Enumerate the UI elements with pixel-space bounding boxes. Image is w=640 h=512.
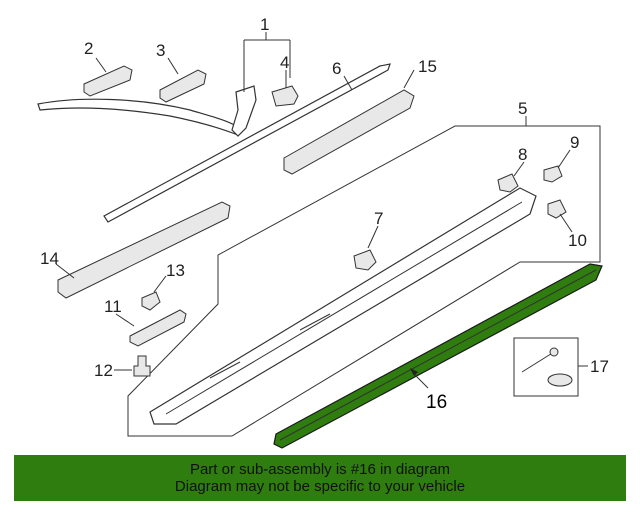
callout-14: 14 — [40, 249, 59, 268]
callout-1: 1 — [260, 15, 269, 34]
leader-3 — [167, 57, 179, 75]
part-13-clip — [141, 291, 161, 311]
callout-7: 7 — [374, 209, 383, 228]
part-9-clip — [543, 165, 563, 183]
part-15-bracket — [283, 89, 415, 175]
leader-14 — [55, 263, 75, 279]
part-17-rivet-head — [549, 347, 559, 357]
leader-7 — [367, 225, 379, 249]
part-12-bolt — [133, 355, 151, 377]
callout-16: 16 — [426, 392, 447, 413]
part-16-molding — [273, 263, 603, 449]
leader-11 — [115, 313, 135, 327]
callout-4: 4 — [280, 53, 289, 72]
part-3-clip — [159, 69, 207, 103]
leader-10 — [559, 213, 573, 233]
leader-6 — [343, 75, 353, 91]
callout-11: 11 — [104, 297, 122, 316]
callout-12: 12 — [94, 361, 113, 380]
callout-3: 3 — [156, 41, 165, 60]
leader-15 — [403, 69, 415, 89]
footer-line-2: Diagram may not be specific to your vehi… — [174, 478, 466, 495]
callout-15: 15 — [418, 57, 437, 76]
leader-2 — [95, 57, 107, 73]
footer-banner: Part or sub-assembly is #16 in diagram D… — [14, 455, 626, 501]
leader-13 — [153, 275, 167, 293]
callout-5: 5 — [518, 99, 527, 118]
leader-1 — [243, 32, 291, 92]
part-10-clip — [547, 199, 567, 219]
part-1-bracket — [231, 85, 257, 137]
leader-9 — [557, 149, 571, 169]
leader-8 — [513, 161, 525, 177]
callout-9: 9 — [570, 133, 579, 152]
panel-outline-17 — [513, 337, 579, 397]
part-16-molding-edge — [279, 269, 597, 441]
callout-8: 8 — [518, 145, 527, 164]
part-14-bracket — [57, 201, 231, 299]
callout-13: 13 — [166, 261, 185, 280]
part-5-rocker — [149, 187, 537, 425]
footer-line-1: Part or sub-assembly is #16 in diagram — [189, 461, 451, 478]
part-8-clip — [497, 173, 519, 193]
part-1-trim — [37, 98, 239, 136]
part-7-clip — [353, 249, 377, 271]
part-2-clip — [83, 65, 133, 97]
part-11-bracket — [129, 309, 187, 347]
parts-diagram: 1 2 3 4 5 6 7 8 9 10 11 12 13 14 15 16 1… — [37, 15, 609, 449]
callout-10: 10 — [568, 231, 587, 250]
part-4-clip — [271, 85, 299, 107]
callout-17: 17 — [590, 357, 609, 376]
part-6-molding — [103, 63, 391, 223]
part-5-rocker-detail — [165, 201, 523, 415]
callout-2: 2 — [84, 39, 93, 58]
part-17-washer — [547, 373, 573, 387]
leader-16-arrow — [410, 368, 418, 376]
callout-6: 6 — [332, 59, 341, 78]
panel-outline-5 — [127, 125, 601, 437]
part-17-rivet — [521, 351, 555, 373]
